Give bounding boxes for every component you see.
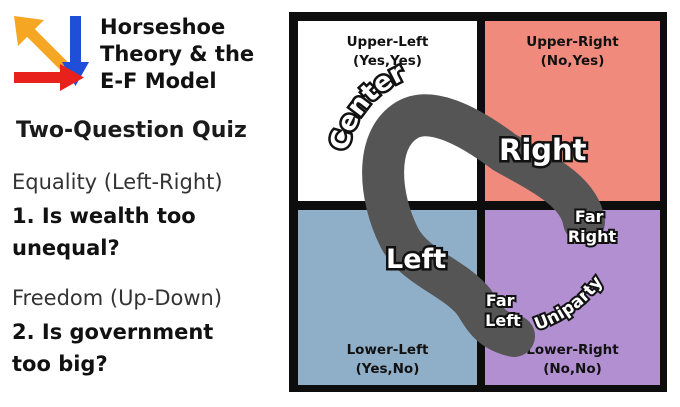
question-2: 2. Is government too big? [12, 316, 213, 380]
quadrant-upper-right-label: Upper-Right (No,Yes) [485, 33, 660, 71]
page-title: Horseshoe Theory & the E-F Model [100, 14, 290, 95]
label-far-left-line: Left [485, 311, 521, 330]
axis-freedom-label: Freedom (Up-Down) [12, 286, 223, 310]
title-line: Theory & the [100, 42, 255, 66]
title-line: Horseshoe [100, 15, 226, 39]
horseshoe-band [362, 94, 605, 357]
label-far-right: Far Right [568, 207, 617, 246]
question-2-line: too big? [12, 352, 108, 376]
label-far-left-line: Far [486, 291, 515, 310]
label-uniparty: Uniparty [532, 273, 607, 335]
ef-model-grid: Upper-Left (Yes,Yes) Upper-Right (No,Yes… [289, 12, 667, 392]
quadrant-answers: (Yes,Yes) [353, 53, 422, 69]
quadrant-name: Lower-Right [526, 342, 619, 358]
label-right: Right [499, 133, 587, 167]
label-far-right-line: Right [568, 227, 617, 246]
logo-arrows-icon [12, 14, 98, 100]
quadrant-answers: (No,No) [543, 361, 602, 377]
label-far-left: Far Left [485, 291, 521, 330]
title-line: E-F Model [100, 69, 217, 93]
quadrant-answers: (Yes,No) [355, 361, 420, 377]
label-left: Left [386, 244, 446, 275]
quadrant-answers: (No,Yes) [540, 53, 605, 69]
question-2-line: 2. Is government [12, 320, 214, 344]
quadrant-name: Upper-Left [346, 34, 429, 50]
quadrant-lower-right-label: Lower-Right (No,No) [485, 341, 660, 379]
question-1-line: 1. Is wealth too [12, 204, 196, 228]
quadrant-upper-left-label: Upper-Left (Yes,Yes) [298, 33, 477, 71]
quadrant-lower-left-label: Lower-Left (Yes,No) [298, 341, 477, 379]
label-far-right-line: Far [575, 207, 604, 226]
question-1: 1. Is wealth too unequal? [12, 200, 196, 264]
horseshoe-diagram: Center Right Left Far Right Far Left Uni… [322, 56, 619, 357]
question-1-line: unequal? [12, 236, 120, 260]
quadrant-lower-left: Lower-Left (Yes,No) [298, 210, 477, 385]
axis-equality-label: Equality (Left-Right) [12, 170, 223, 194]
quiz-heading: Two-Question Quiz [16, 118, 247, 143]
quadrant-name: Upper-Right [526, 34, 619, 50]
quadrant-name: Lower-Left [346, 342, 429, 358]
